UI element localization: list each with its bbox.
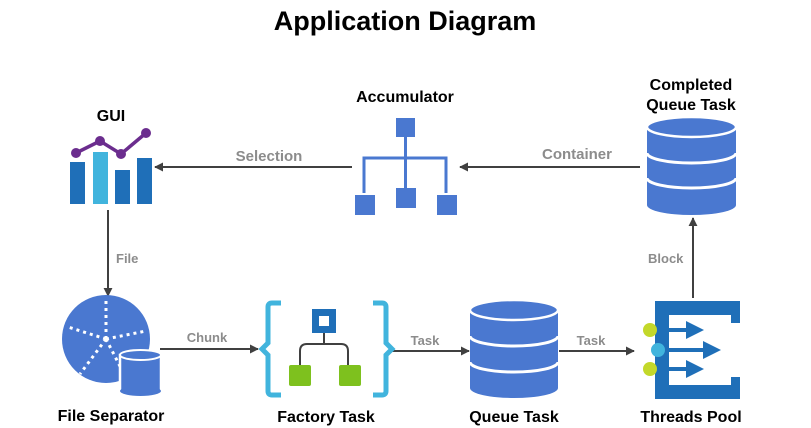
node-gui: GUI bbox=[70, 108, 152, 204]
hierarchy-icon bbox=[355, 118, 457, 215]
node-label-file-separator: File Separator bbox=[58, 408, 165, 425]
node-factory-task: Factory Task bbox=[258, 300, 396, 426]
database-icon bbox=[468, 298, 560, 398]
node-queue-task: Queue Task bbox=[468, 298, 560, 426]
node-threads-pool: Threads Pool bbox=[640, 301, 742, 426]
node-accumulator: Accumulator bbox=[355, 89, 457, 215]
edge-label-container: Container bbox=[542, 146, 612, 163]
node-label-completed-line2: Queue Task bbox=[646, 97, 736, 114]
edge-label-file: File bbox=[116, 251, 138, 266]
event-hub-icon bbox=[643, 301, 740, 399]
edge-label-selection: Selection bbox=[236, 148, 303, 165]
node-label-accumulator: Accumulator bbox=[356, 89, 454, 106]
edges bbox=[103, 162, 698, 356]
diagram-title: Application Diagram bbox=[274, 6, 537, 36]
node-completed-queue-task: Completed Queue Task bbox=[645, 77, 738, 215]
edge-label-task-queue-pool: Task bbox=[577, 333, 606, 348]
node-label-gui: GUI bbox=[97, 108, 125, 125]
node-label-completed-line1: Completed bbox=[650, 77, 733, 94]
node-label-threads-pool: Threads Pool bbox=[640, 409, 741, 426]
node-label-queue-task: Queue Task bbox=[469, 409, 559, 426]
pie-chart-database-icon bbox=[62, 295, 163, 396]
edge-label-block: Block bbox=[648, 251, 684, 266]
bar-chart-icon bbox=[70, 128, 152, 204]
node-label-factory-task: Factory Task bbox=[277, 409, 375, 426]
edge-label-task-factory-queue: Task bbox=[411, 333, 440, 348]
workflow-icon bbox=[258, 300, 396, 398]
edge-label-chunk: Chunk bbox=[187, 330, 228, 345]
node-file-separator: File Separator bbox=[58, 295, 165, 425]
database-icon bbox=[645, 115, 738, 215]
